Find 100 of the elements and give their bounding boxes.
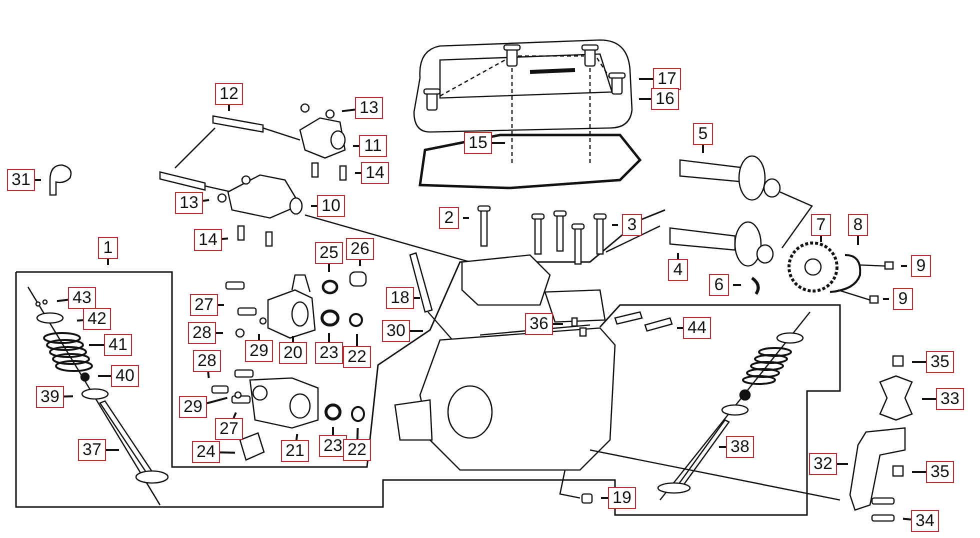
callout-number: 5 (693, 123, 713, 145)
callout-number: 24 (192, 441, 220, 463)
callout-number: 23 (315, 342, 343, 364)
leader-line (639, 78, 653, 80)
leader-line (857, 236, 859, 245)
leader-line (202, 199, 210, 202)
leader-line (359, 260, 361, 266)
callout-number: 9 (911, 255, 931, 277)
leader-line (719, 446, 726, 448)
callout-number: 13 (175, 192, 203, 214)
callout-number: 10 (317, 195, 345, 217)
leader-line (220, 451, 236, 454)
callout-number: 2 (439, 207, 459, 229)
callout-number: 7 (811, 214, 831, 236)
leader-line (216, 332, 223, 334)
callout-number: 11 (359, 135, 387, 157)
leader-line (912, 471, 926, 473)
callout-number: 17 (653, 68, 681, 90)
callout-number: 15 (464, 132, 492, 154)
callout-number: 27 (190, 294, 218, 316)
callout-number: 28 (193, 350, 221, 372)
leader-line (677, 327, 683, 329)
callout-number: 35 (926, 461, 954, 483)
callout-number: 25 (315, 242, 343, 264)
leader-line (883, 298, 889, 300)
callout-number: 39 (36, 386, 64, 408)
leader-line (612, 224, 618, 226)
leader-line (492, 142, 505, 144)
leader-line (463, 217, 469, 219)
callout-number: 29 (179, 396, 207, 418)
leader-line (311, 205, 317, 207)
callout-number: 20 (279, 342, 307, 364)
leader-line (912, 361, 926, 363)
leader-line (837, 463, 848, 465)
leader-line (206, 396, 228, 404)
leader-line (35, 179, 41, 181)
callout-number: 16 (651, 88, 679, 110)
leader-line (414, 297, 420, 299)
callout-number: 41 (104, 334, 132, 356)
leader-line (232, 412, 237, 418)
leader-line (902, 518, 912, 521)
callout-number: 26 (346, 238, 374, 260)
callout-number: 12 (215, 83, 243, 105)
leader-line (56, 298, 68, 302)
leader-line (901, 265, 907, 267)
leader-line (332, 427, 334, 435)
leader-line (106, 449, 119, 451)
leader-line (342, 108, 356, 112)
callout-number: 31 (7, 169, 35, 191)
leader-line (410, 330, 423, 332)
callout-number: 22 (343, 346, 371, 368)
callout-number: 34 (911, 510, 939, 532)
leader-line (292, 336, 294, 342)
callout-number: 42 (83, 308, 111, 330)
callout-number: 30 (382, 320, 410, 342)
leader-line (820, 236, 822, 242)
leader-line (702, 145, 704, 153)
callout-number: 37 (78, 439, 106, 461)
callout-number: 33 (936, 388, 964, 410)
callout-number: 8 (848, 214, 868, 236)
leader-line (355, 172, 361, 174)
leader-line (98, 375, 111, 377)
callout-number: 38 (726, 436, 754, 458)
callout-number: 21 (281, 440, 309, 462)
leader-line (553, 323, 563, 325)
leader-line (76, 319, 84, 322)
leader-line (353, 145, 359, 147)
callout-number: 19 (608, 487, 636, 509)
callout-number: 18 (386, 287, 414, 309)
callout-number: 36 (525, 313, 553, 335)
leader-line (228, 105, 230, 111)
callout-number: 9 (893, 288, 913, 310)
leader-line (356, 334, 358, 346)
callout-number: 27 (215, 418, 243, 440)
leader-line (733, 284, 741, 286)
leader-line (258, 334, 260, 340)
leader-line (677, 253, 679, 259)
callout-number: 14 (194, 229, 222, 251)
leader-line (295, 434, 298, 440)
leader-line (64, 395, 74, 398)
leader-line (356, 428, 359, 440)
callout-number: 28 (188, 322, 216, 344)
callout-number: 32 (809, 453, 837, 475)
leader-line (89, 344, 104, 346)
leader-line (328, 264, 330, 272)
callout-number: 14 (361, 162, 389, 184)
leader-line (922, 398, 936, 400)
leader-line (107, 259, 109, 265)
leader-line (218, 304, 224, 306)
callout-number: 22 (343, 439, 371, 461)
callout-number: 13 (355, 97, 383, 119)
callout-number: 3 (622, 214, 642, 236)
leader-line (328, 333, 330, 342)
leader-line (601, 497, 608, 499)
callout-number: 4 (668, 259, 688, 281)
callout-number: 44 (683, 317, 711, 339)
leader-line (207, 372, 210, 378)
callout-number: 35 (926, 351, 954, 373)
callout-number: 6 (709, 274, 729, 296)
callout-number: 1 (98, 237, 118, 259)
